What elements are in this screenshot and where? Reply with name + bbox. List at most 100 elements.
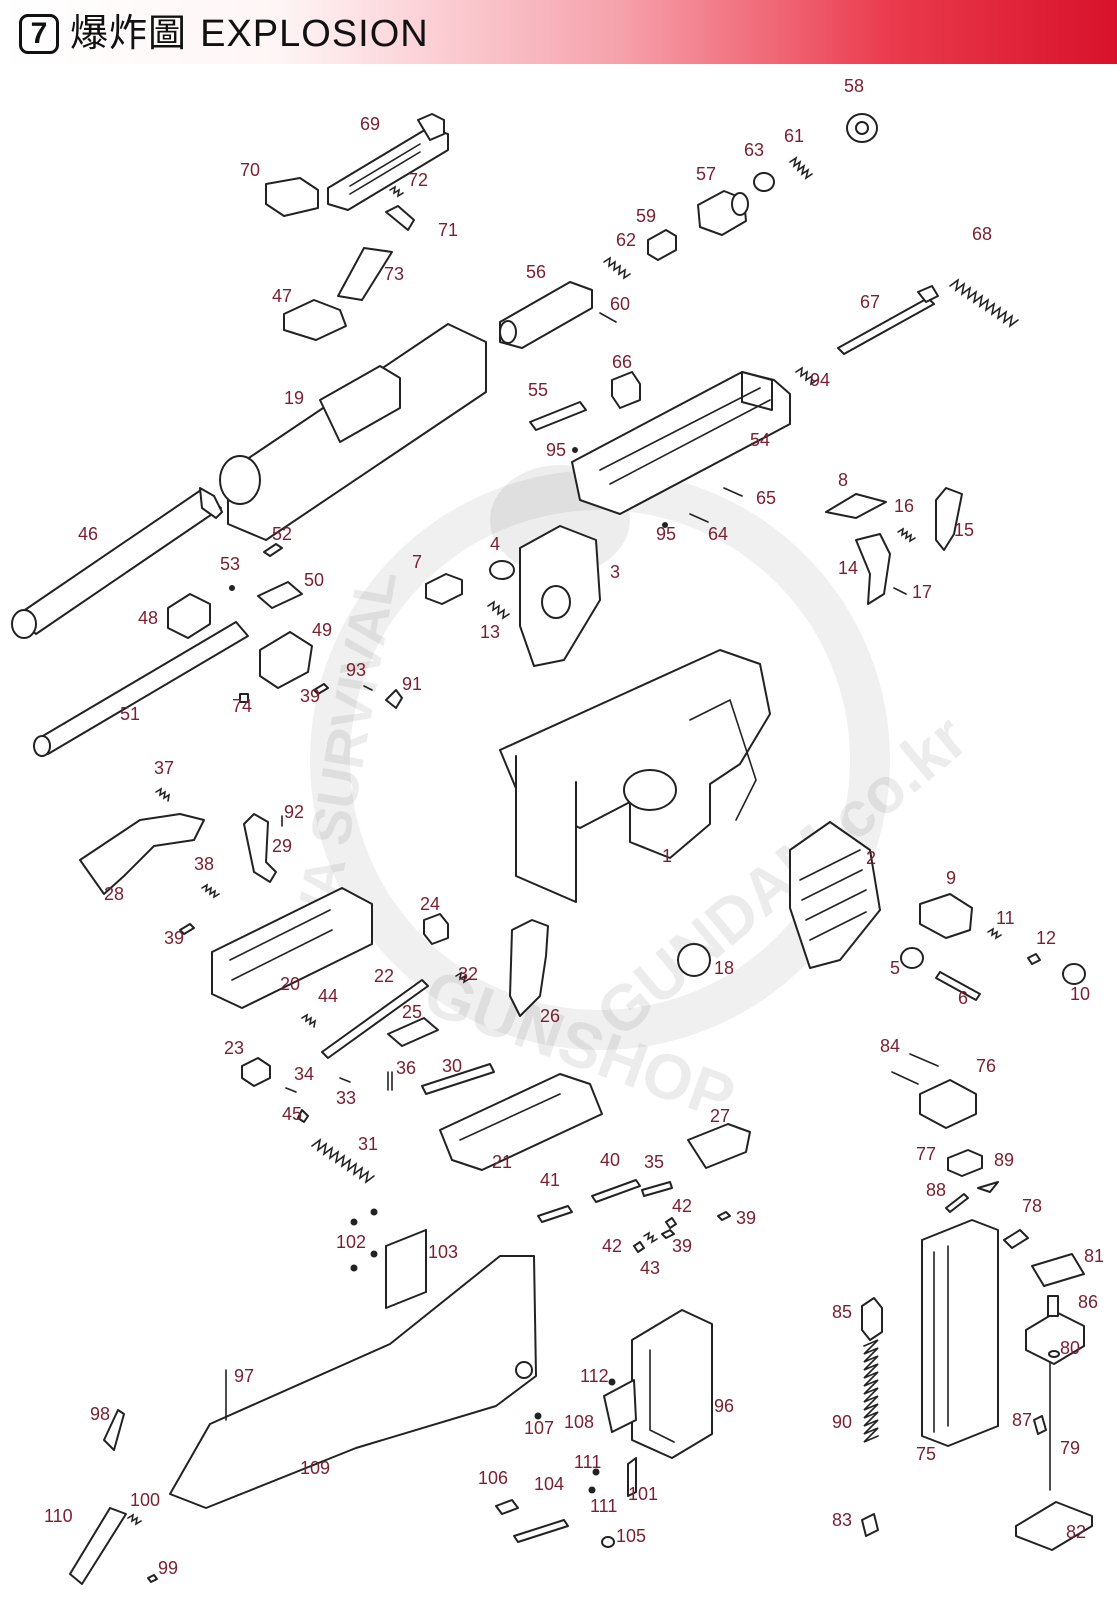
part-59-shape (647, 229, 677, 261)
part-label-42a: 42 (672, 1196, 692, 1216)
part-label-28: 28 (104, 884, 124, 904)
part-label-92: 92 (284, 802, 304, 822)
part-label-90: 90 (832, 1412, 852, 1432)
part-85-shape (861, 1297, 883, 1341)
part-73-shape (337, 247, 393, 301)
part-label-46: 46 (78, 524, 98, 544)
part-76-shape (919, 1079, 977, 1129)
part-label-91: 91 (402, 674, 422, 694)
part-label-22: 22 (374, 966, 394, 986)
part-68-shape (949, 278, 1019, 328)
part-label-39d: 39 (736, 1208, 756, 1228)
part-label-63: 63 (744, 140, 764, 160)
part-112-shape (608, 1378, 616, 1386)
part-label-42b: 42 (602, 1236, 622, 1256)
part-3-shape (519, 525, 601, 667)
part-label-9: 9 (946, 868, 956, 888)
part-label-30: 30 (442, 1056, 462, 1076)
section-title: 爆炸圖 EXPLOSION (70, 8, 429, 59)
part-label-53: 53 (220, 554, 240, 574)
part-36-shape (387, 1071, 393, 1091)
part-29-shape (243, 813, 277, 883)
part-39a-shape (313, 683, 329, 695)
part-label-14: 14 (838, 558, 858, 578)
part-33-shape (339, 1077, 351, 1083)
part-label-12: 12 (1036, 928, 1056, 948)
title-cjk: 爆炸圖 (70, 11, 188, 55)
part-28-shape (79, 813, 205, 895)
part-label-36: 36 (396, 1058, 416, 1078)
part-label-15: 15 (954, 520, 974, 540)
part-label-76: 76 (976, 1056, 996, 1076)
part-30-shape (421, 1063, 495, 1095)
part-label-11: 11 (996, 908, 1015, 928)
part-label-57: 57 (696, 164, 716, 184)
part-25-shape (387, 1017, 439, 1047)
part-15-shape (935, 487, 963, 551)
part-label-101: 101 (628, 1484, 658, 1504)
part-label-105: 105 (616, 1526, 646, 1546)
part-55-shape (529, 401, 587, 431)
part-45-shape (297, 1109, 309, 1123)
part-40-shape (591, 1179, 641, 1203)
part-10-shape (1062, 963, 1086, 985)
part-11-shape (987, 927, 1002, 940)
part-label-44: 44 (318, 986, 338, 1006)
part-label-49: 49 (312, 620, 332, 640)
part-label-4: 4 (490, 534, 500, 554)
part-label-33: 33 (336, 1088, 356, 1108)
part-51-shape (33, 621, 249, 757)
part-17-shape (893, 587, 907, 595)
part-label-32: 32 (458, 964, 478, 984)
part-label-24: 24 (420, 894, 440, 914)
part-72-shape (389, 185, 404, 198)
part-label-111a: 111 (574, 1452, 601, 1472)
part-95b-shape (662, 522, 668, 528)
part-label-2: 2 (866, 848, 876, 868)
part-label-31: 31 (358, 1134, 378, 1154)
part-label-39b: 39 (164, 928, 184, 948)
part-label-13: 13 (480, 622, 500, 642)
part-label-52: 52 (272, 524, 292, 544)
part-label-64: 64 (708, 524, 728, 544)
part-90-shape (863, 1339, 879, 1443)
part-5-shape (900, 947, 924, 969)
part-64-shape (689, 513, 709, 523)
part-94-shape (795, 366, 818, 386)
part-62-shape (603, 256, 631, 280)
part-91-shape (385, 689, 403, 709)
part-label-77: 77 (916, 1144, 936, 1164)
part-54-shape (571, 371, 791, 515)
part-67-shape (837, 285, 939, 355)
part-103-shape (385, 1229, 427, 1309)
part-46-shape (11, 487, 223, 639)
part-43-shape (643, 1231, 658, 1244)
part-label-71: 71 (438, 220, 458, 240)
part-69-shape (327, 113, 449, 211)
part-107-shape (534, 1412, 542, 1420)
part-110-shape (69, 1507, 127, 1585)
part-71-shape (385, 205, 415, 231)
part-23-shape (241, 1057, 271, 1087)
part-75-shape (921, 1219, 999, 1447)
part-label-103: 103 (428, 1242, 458, 1262)
part-88-shape (945, 1193, 969, 1213)
part-label-83: 83 (832, 1510, 852, 1530)
part-label-93: 93 (346, 660, 366, 680)
part-32-shape (455, 971, 470, 984)
part-label-88: 88 (926, 1180, 946, 1200)
part-39c-shape (661, 1229, 675, 1239)
part-label-87: 87 (1012, 1410, 1032, 1430)
part-82-shape (1015, 1501, 1093, 1551)
part-27-shape (687, 1123, 751, 1169)
part-label-19: 19 (284, 388, 304, 408)
part-18-shape (677, 943, 711, 977)
part-label-62: 62 (616, 230, 636, 250)
part-7-shape (425, 573, 463, 605)
part-label-26: 26 (540, 1006, 560, 1026)
part-label-112: 112 (580, 1366, 609, 1386)
part-label-47: 47 (272, 286, 292, 306)
part-42b-shape (633, 1241, 645, 1253)
part-26-shape (509, 919, 549, 1017)
